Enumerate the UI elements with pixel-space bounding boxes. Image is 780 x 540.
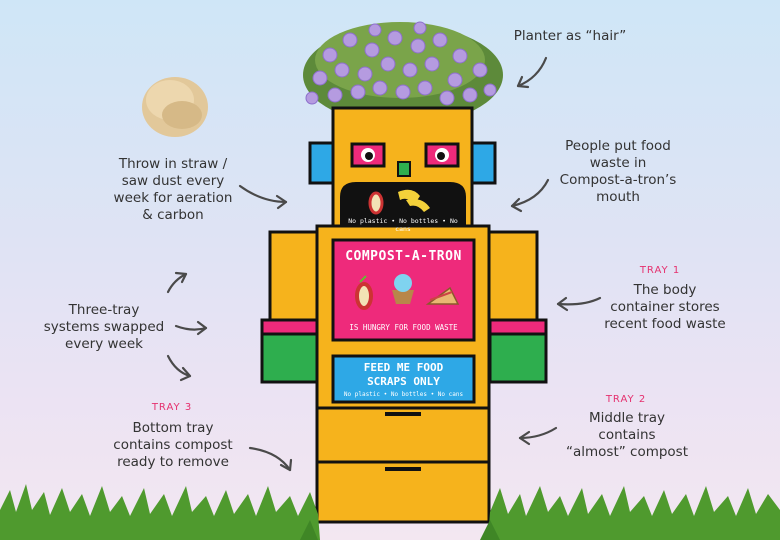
feed-title-line1: FEED ME FOOD xyxy=(363,361,444,374)
feed-title-line2: SCRAPS ONLY xyxy=(367,375,440,388)
robot-head xyxy=(308,106,497,232)
mouth-food-icons xyxy=(368,189,430,215)
tray2-annotation: Middle tray contains “almost” compost xyxy=(552,410,702,461)
tray2-line1: Middle tray xyxy=(589,410,665,426)
straw-pile-image xyxy=(142,77,208,137)
system-line2: systems swapped xyxy=(43,319,165,335)
annotation-arrows xyxy=(166,56,602,472)
mouth-line2: waste in xyxy=(589,155,647,171)
tray1-line3: recent food waste xyxy=(604,316,726,332)
tray2-line3: “almost” compost xyxy=(565,444,689,460)
system-line3: every week xyxy=(65,336,143,352)
sign-title: COMPOST-A-TRON xyxy=(345,249,462,264)
tray3-annotation: Bottom tray contains compost ready to re… xyxy=(98,420,248,471)
grass-ground xyxy=(0,484,780,540)
tray3-line3: ready to remove xyxy=(117,454,229,470)
straw-line4: & carbon xyxy=(142,207,204,223)
system-line1: Three-tray xyxy=(68,302,140,318)
mouth-annotation: People put food waste in Compost-a-tron’… xyxy=(548,138,688,206)
feed-caption: No plastic • No bottles • No cans xyxy=(343,391,464,398)
robot-lower-trays xyxy=(315,406,491,524)
mouth-caption: No plastic • No bottles • No cans xyxy=(348,217,458,233)
system-annotation: Three-tray systems swapped every week xyxy=(30,302,178,353)
straw-line3: week for aeration xyxy=(113,190,233,206)
planter-annotation: Planter as “hair” xyxy=(495,28,645,45)
tray1-line2: container stores xyxy=(610,299,720,315)
tray3-line1: Bottom tray xyxy=(132,420,214,436)
planter-label: Planter as “hair” xyxy=(513,28,627,44)
tray2-line2: contains xyxy=(598,427,656,443)
tray2-tag: TRAY 2 xyxy=(605,394,647,405)
tray3-line2: contains compost xyxy=(113,437,233,453)
straw-line2: saw dust every xyxy=(121,173,225,189)
mouth-line1: People put food xyxy=(565,138,671,154)
straw-annotation: Throw in straw / saw dust every week for… xyxy=(98,156,248,224)
mouth-line4: mouth xyxy=(596,189,640,205)
sign-food-icons xyxy=(355,274,460,310)
tray3-tag: TRAY 3 xyxy=(151,402,193,413)
robot-arms xyxy=(260,230,548,384)
flower-planter-image xyxy=(303,21,503,125)
mouth-line3: Compost-a-tron’s xyxy=(559,172,677,188)
tray1-annotation: The body container stores recent food wa… xyxy=(590,282,740,333)
sign-caption: IS HUNGRY FOR FOOD WASTE xyxy=(349,323,458,332)
straw-line1: Throw in straw / xyxy=(118,156,228,172)
tray1-line1: The body xyxy=(633,282,697,298)
tray1-tag: TRAY 1 xyxy=(639,265,681,276)
